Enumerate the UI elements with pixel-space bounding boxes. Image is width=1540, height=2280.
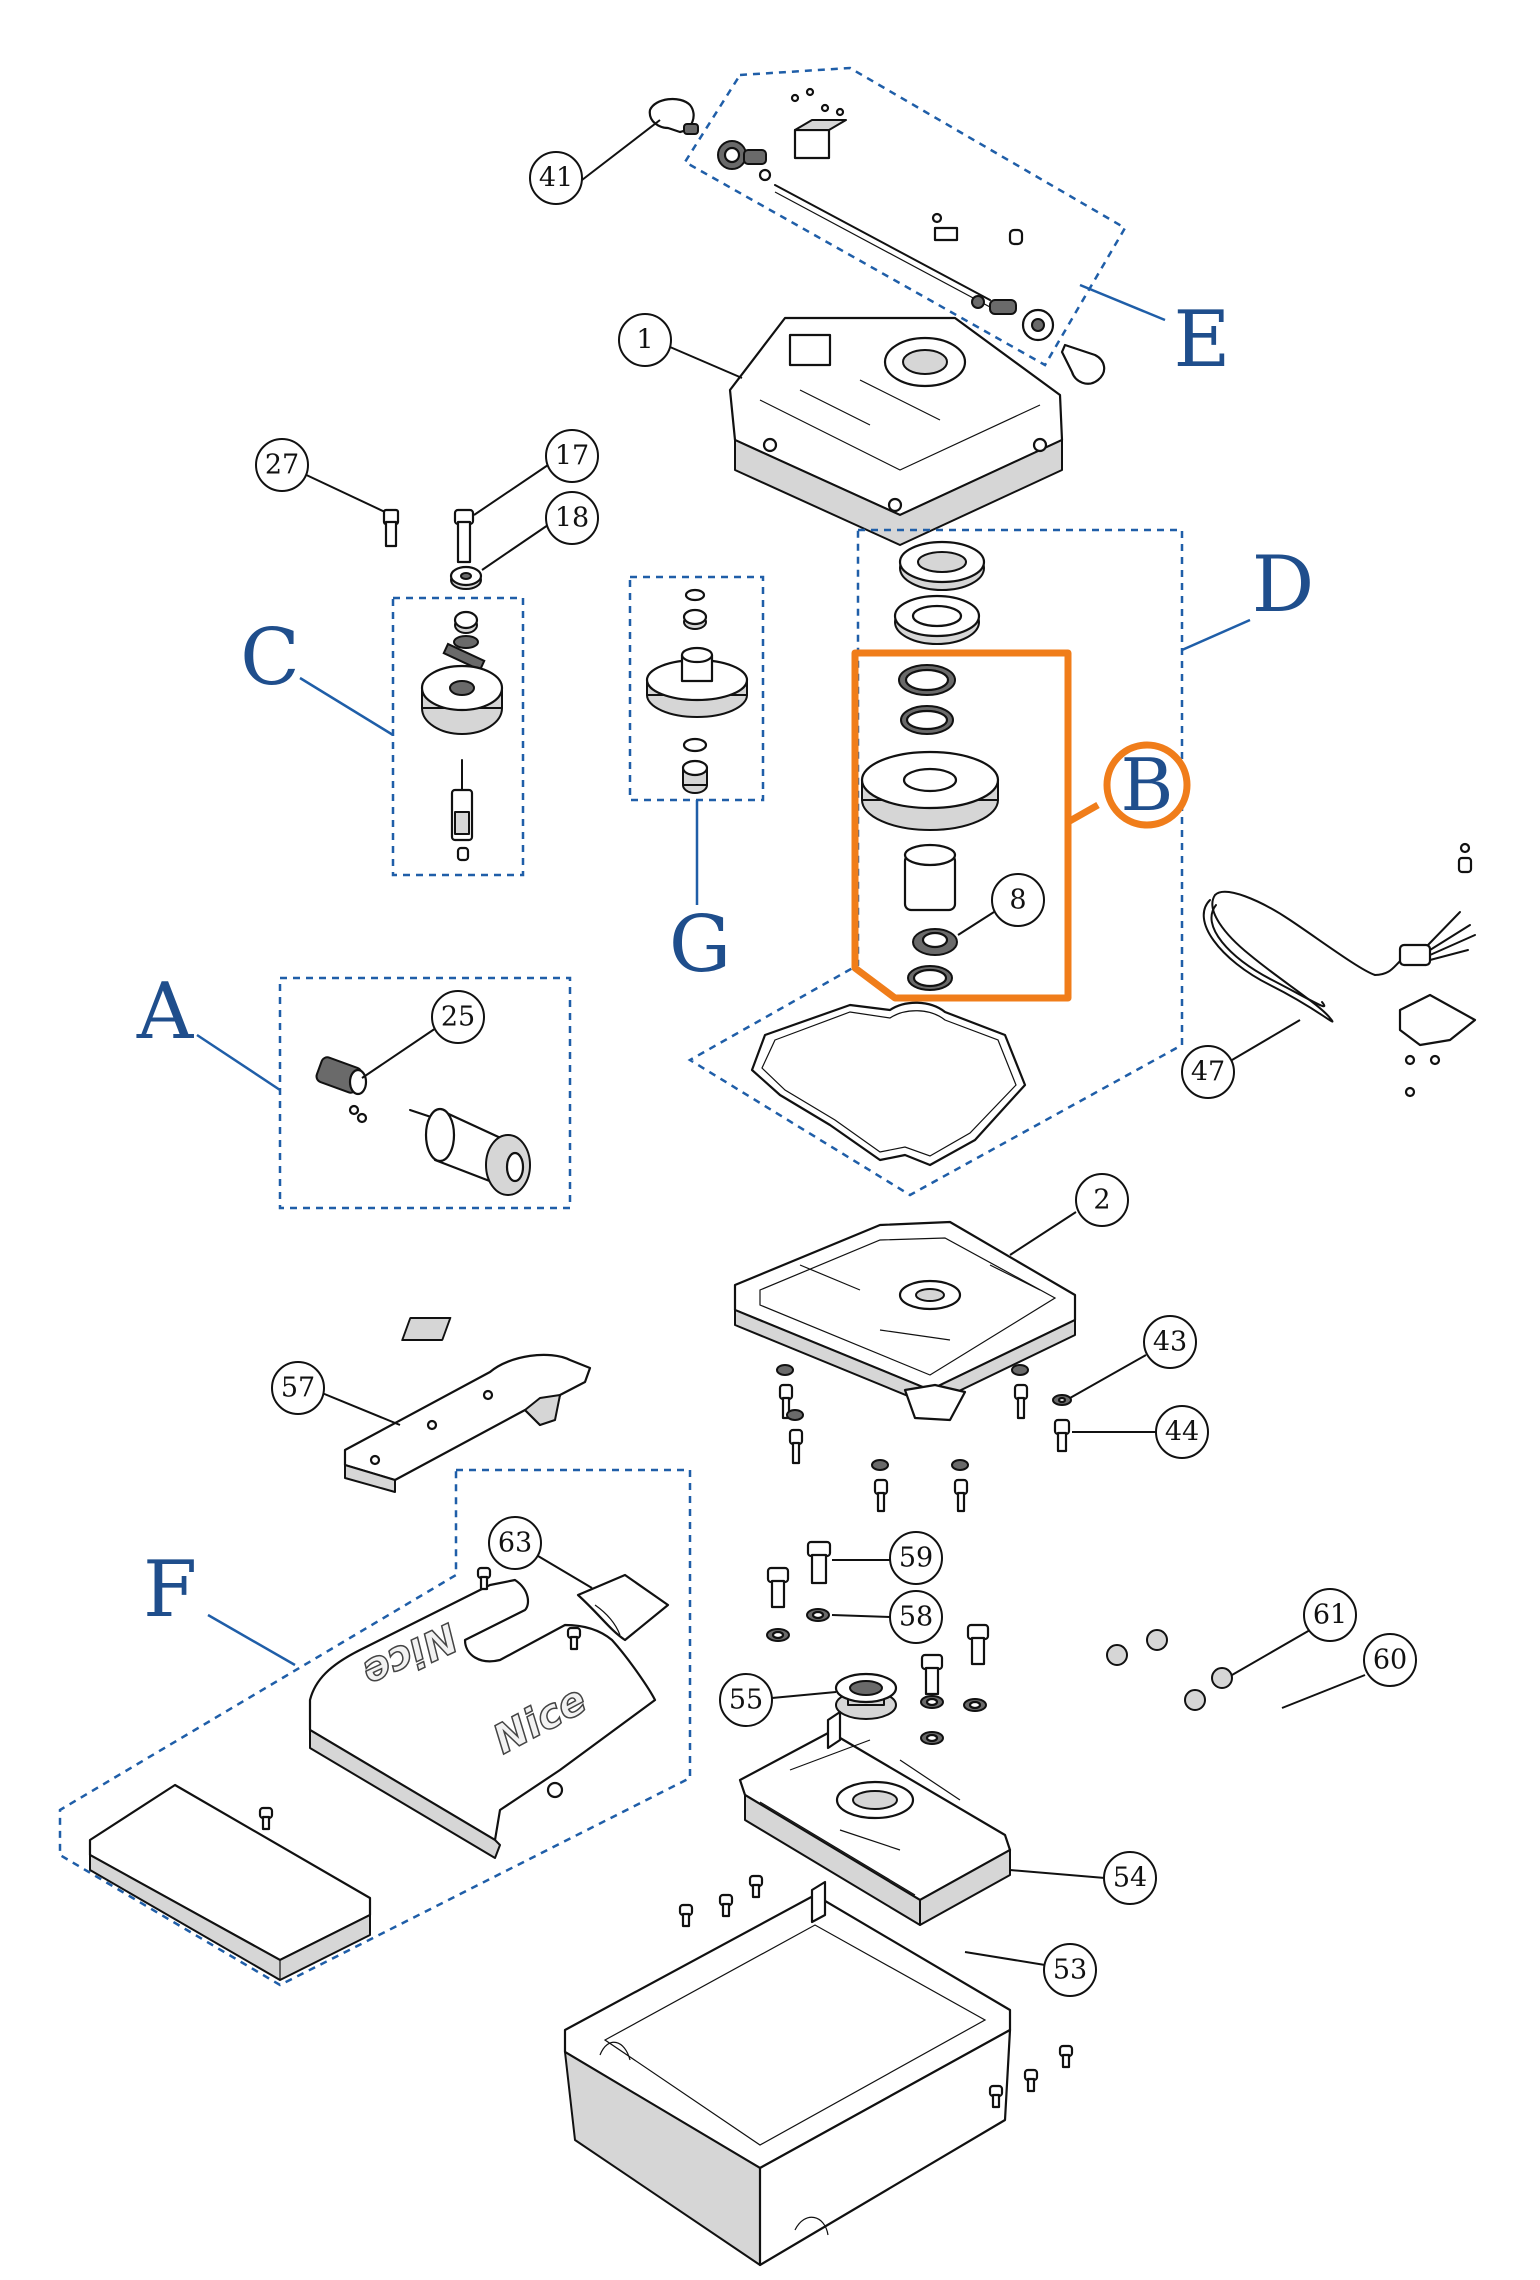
callout-63: 63 [488, 1516, 593, 1589]
release-lever [1060, 343, 1106, 385]
group-d: D [687, 528, 1315, 1197]
svg-text:53: 53 [1053, 1955, 1087, 1986]
release-shaft [717, 87, 1055, 342]
callout-18: 18 [481, 491, 599, 571]
callout-1: 1 [618, 313, 743, 379]
callout-61: 61 [1231, 1588, 1357, 1676]
bolts-59 [766, 1540, 990, 1696]
group-b-leader [1066, 801, 1100, 826]
group-b-highlight [851, 649, 1072, 1002]
svg-text:44: 44 [1165, 1417, 1199, 1448]
bottom-cover [88, 1783, 372, 1981]
housing-screws [776, 1364, 1029, 1513]
callout-43: 43 [1069, 1315, 1197, 1399]
worm-gear [315, 1056, 368, 1096]
group-c-outline [391, 596, 525, 877]
group-d-leader [1181, 618, 1251, 652]
svg-text:17: 17 [555, 441, 589, 472]
group-d-letter: D [1252, 540, 1315, 630]
group-a-outline [278, 976, 572, 1210]
callout-41: 41 [529, 119, 661, 205]
svg-text:60: 60 [1373, 1645, 1407, 1676]
mounting-frame-54 [738, 1710, 1012, 1926]
group-c-leader [299, 676, 394, 737]
callout-59: 59 [832, 1531, 943, 1585]
group-e-outline [683, 66, 1127, 367]
svg-text:61: 61 [1313, 1600, 1347, 1631]
group-f: F Nice Nice [58, 1468, 692, 1987]
svg-text:54: 54 [1113, 1863, 1147, 1894]
lower-housing [401, 1220, 1077, 1422]
svg-text:47: 47 [1191, 1057, 1225, 1088]
group-c-letter: C [240, 613, 300, 703]
callout-53: 53 [964, 1943, 1097, 1997]
svg-text:43: 43 [1153, 1327, 1187, 1358]
screw-27 [382, 508, 400, 548]
base-tray-53 [563, 1880, 1012, 2267]
bushing-55 [834, 1672, 898, 1720]
callout-25: 25 [361, 990, 485, 1079]
svg-text:58: 58 [899, 1602, 933, 1633]
upper-housing [728, 316, 1064, 546]
svg-text:57: 57 [281, 1373, 315, 1404]
svg-text:25: 25 [441, 1002, 475, 1033]
bracket-57 [343, 1353, 592, 1493]
callout-54: 54 [1009, 1851, 1157, 1905]
group-b-badge [1103, 741, 1191, 829]
callout-44: 44 [1072, 1405, 1209, 1459]
callout-60: 60 [1281, 1633, 1417, 1709]
svg-text:27: 27 [265, 450, 299, 481]
callout-27: 27 [255, 438, 386, 513]
group-b: B [851, 649, 1191, 1002]
top-cover: Nice Nice [308, 1578, 657, 1859]
callout-58: 58 [831, 1590, 943, 1644]
group-f-letter: F [143, 1545, 197, 1635]
washer-43 [1052, 1394, 1072, 1406]
screw-17 [453, 508, 475, 564]
release-key [648, 97, 699, 135]
gasket [750, 1001, 1027, 1167]
svg-text:63: 63 [498, 1528, 532, 1559]
svg-text:59: 59 [899, 1543, 933, 1574]
group-a-letter: A [136, 967, 195, 1057]
group-a-leader [196, 1033, 281, 1092]
cover-piece-63 [576, 1573, 670, 1642]
callout-57: 57 [271, 1361, 401, 1426]
group-a: A [136, 967, 572, 1210]
svg-text:41: 41 [539, 163, 573, 194]
cover-screws [258, 1566, 582, 1831]
pins-and-nuts [1060, 1600, 1285, 1742]
svg-text:2: 2 [1093, 1185, 1110, 1216]
group-g-letter: G [669, 900, 731, 990]
callout-17: 17 [473, 429, 599, 516]
callout-8: 8 [957, 873, 1045, 936]
screw-44 [1053, 1418, 1071, 1453]
group-c: C [240, 596, 525, 877]
callout-2: 2 [1009, 1173, 1129, 1256]
tray-screws [678, 1874, 1074, 2109]
callout-47: 47 [1181, 1019, 1301, 1099]
group-e-letter: E [1174, 295, 1231, 385]
svg-text:55: 55 [729, 1685, 763, 1716]
cable-47 [1202, 842, 1477, 1098]
washers-58 [766, 1608, 987, 1745]
svg-text:18: 18 [555, 503, 589, 534]
group-e: E [648, 66, 1231, 385]
group-b-letter: B [1121, 743, 1174, 827]
callout-55: 55 [719, 1673, 837, 1727]
group-g: G [628, 575, 765, 990]
motor [409, 1107, 531, 1196]
spacer-18 [449, 565, 483, 590]
svg-text:8: 8 [1009, 885, 1026, 916]
group-e-leader [1079, 283, 1166, 322]
group-f-leader [207, 1613, 296, 1667]
svg-text:1: 1 [636, 325, 653, 356]
